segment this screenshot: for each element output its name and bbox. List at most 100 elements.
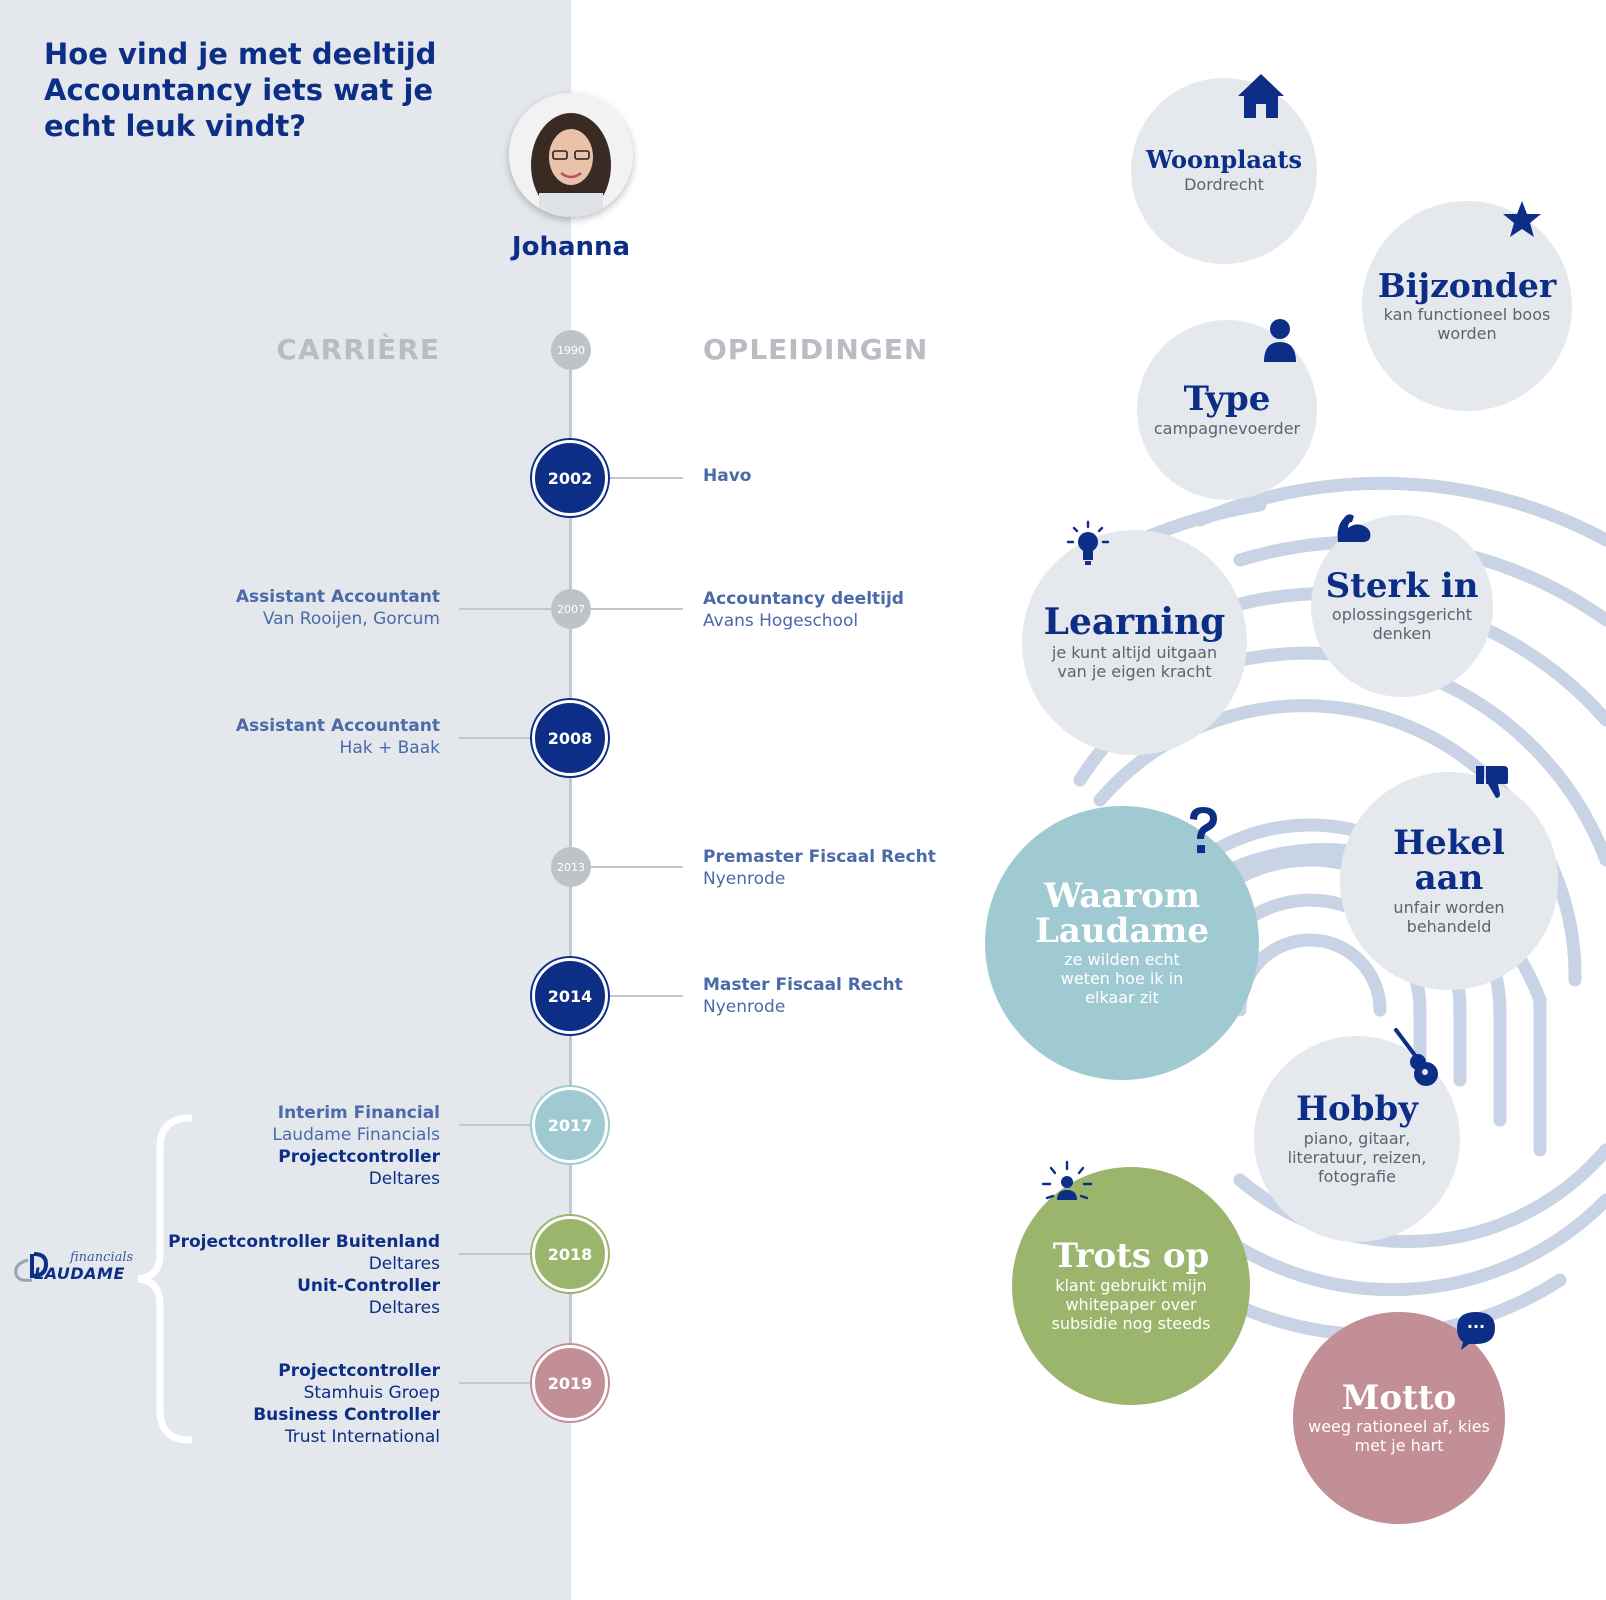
- lightbulb-icon: [1066, 520, 1110, 565]
- house-icon: [1238, 74, 1284, 118]
- chat-bubble-text: ...: [1466, 1313, 1486, 1332]
- career-title: Unit-Controller: [297, 1276, 440, 1296]
- connector: [571, 477, 683, 479]
- year-node-2007: 2007: [551, 589, 591, 629]
- connector: [571, 866, 683, 868]
- avatar-portrait: [509, 93, 633, 217]
- career-entry: Interim Financial Laudame Financials Pro…: [20, 1102, 440, 1190]
- muscle-icon: [1337, 514, 1371, 543]
- career-place: Deltares: [368, 1298, 440, 1318]
- connector: [571, 995, 683, 997]
- left-panel: [0, 0, 571, 1600]
- education-place: Nyenrode: [703, 997, 786, 1017]
- education-place: Nyenrode: [703, 869, 786, 889]
- career-title: Projectcontroller: [278, 1147, 440, 1167]
- page-title: Hoe vind je met deeltijd Accountancy iet…: [44, 37, 437, 143]
- bubble-value: oplossingsgericht denken: [1331, 605, 1473, 644]
- bubble-value: unfair worden behandeld: [1393, 897, 1505, 936]
- connector: [459, 737, 571, 739]
- career-entry: Assistant Accountant Van Rooijen, Gorcum: [20, 586, 440, 630]
- thumbs-down-icon: [1476, 766, 1508, 798]
- bubble-value: weeg rationeel af, kies met je hart: [1308, 1417, 1490, 1456]
- chat-bubble-shape: [1457, 1312, 1495, 1350]
- bubble-title: Hekel aan: [1393, 823, 1505, 898]
- career-title: Assistant Accountant: [235, 587, 440, 607]
- year-node-2017: 2017: [532, 1087, 608, 1163]
- year-node-2014: 2014: [532, 958, 608, 1034]
- career-place: Van Rooijen, Gorcum: [262, 609, 440, 629]
- career-title: Projectcontroller: [278, 1361, 440, 1381]
- bubble-value: kan functioneel boos worden: [1383, 304, 1551, 343]
- bubble-value: ze wilden echt weten hoe ik in elkaar zi…: [1060, 950, 1184, 1008]
- year-node-2018: 2018: [532, 1216, 608, 1292]
- bubble-value: klant gebruikt mijn whitepaper over subs…: [1051, 1275, 1211, 1333]
- bubble-type: Type campagnevoerder: [1137, 320, 1317, 500]
- education-entry: Premaster Fiscaal Recht Nyenrode: [703, 846, 1003, 890]
- bubble-sterk-in: Sterk in oplossingsgericht denken: [1311, 515, 1493, 697]
- career-heading: CARRIÈRE: [276, 333, 440, 366]
- laudame-mark-icon: [14, 1252, 49, 1282]
- bubble-learning: Learning je kunt altijd uitgaan van je e…: [1022, 530, 1247, 755]
- bubble-hekel-aan: Hekel aan unfair worden behandeld: [1340, 772, 1558, 990]
- education-entry: Master Fiscaal Recht Nyenrode: [703, 974, 1003, 1018]
- person-name: Johanna: [511, 232, 631, 262]
- education-entry: Accountancy deeltijd Avans Hogeschool: [703, 588, 1003, 632]
- year-node-2002: 2002: [532, 440, 608, 516]
- bubble-trots-op: Trots op klant gebruikt mijn whitepaper …: [1012, 1167, 1250, 1405]
- connector: [459, 1253, 571, 1255]
- connector: [459, 1382, 571, 1384]
- bubble-value: Dordrecht: [1184, 174, 1264, 194]
- bubble-bijzonder: Bijzonder kan functioneel boos worden: [1362, 201, 1572, 411]
- career-place: Deltares: [368, 1169, 440, 1189]
- career-place: Trust International: [284, 1427, 440, 1447]
- education-place: Avans Hogeschool: [703, 611, 859, 631]
- year-node-1990: 1990: [551, 330, 591, 370]
- bubble-title: Learning: [1043, 601, 1226, 644]
- question-mark-icon: [1190, 807, 1217, 853]
- career-place: Hak + Baak: [339, 738, 440, 758]
- education-title: Master Fiscaal Recht: [703, 975, 903, 995]
- bubble-title: Bijzonder: [1377, 266, 1557, 306]
- career-title: Assistant Accountant: [235, 716, 440, 736]
- career-place: Stamhuis Groep: [303, 1383, 440, 1403]
- career-entry: Assistant Accountant Hak + Baak: [20, 715, 440, 759]
- logo-wordmark: LAUDAME: [34, 1264, 125, 1283]
- logo-subtext: financials: [70, 1250, 134, 1265]
- bubble-woonplaats: Woonplaats Dordrecht: [1131, 78, 1317, 264]
- chat-bubble-icon: ...: [1455, 1310, 1497, 1350]
- career-title: Business Controller: [253, 1405, 440, 1425]
- career-entry: Projectcontroller Buitenland Deltares Un…: [20, 1231, 440, 1319]
- guitar-icon: [1394, 1028, 1438, 1086]
- career-title: Interim Financial: [277, 1103, 440, 1123]
- bubble-title: Sterk in: [1325, 565, 1479, 606]
- person-icon: [1264, 319, 1296, 362]
- education-title: Havo: [703, 466, 752, 486]
- connector: [459, 1124, 571, 1126]
- star-icon: [1503, 201, 1541, 237]
- bubble-value: je kunt altijd uitgaan van je eigen krac…: [1051, 642, 1218, 681]
- curly-brace: [137, 1114, 192, 1444]
- bubble-value: campagnevoerder: [1153, 418, 1301, 438]
- bubble-title: Motto: [1341, 1377, 1457, 1418]
- education-heading: OPLEIDINGEN: [703, 333, 929, 366]
- laudame-logo: financials LAUDAME: [12, 1250, 133, 1290]
- avatar: [509, 93, 633, 217]
- career-place: Laudame Financials: [272, 1125, 440, 1145]
- education-entry: Havo: [703, 465, 1003, 487]
- education-title: Accountancy deeltijd: [703, 589, 904, 609]
- year-node-2008: 2008: [532, 700, 608, 776]
- bubble-title: Trots op: [1052, 1236, 1210, 1277]
- career-entry: Projectcontroller Stamhuis Groep Busines…: [20, 1360, 440, 1448]
- education-title: Premaster Fiscaal Recht: [703, 847, 936, 867]
- bubble-title: Type: [1183, 379, 1271, 420]
- bubble-title: Woonplaats: [1145, 145, 1303, 175]
- bubble-title: Hobby: [1295, 1089, 1419, 1130]
- spotlight-person-icon: [1041, 1160, 1093, 1200]
- career-place: Deltares: [368, 1254, 440, 1274]
- year-node-2013: 2013: [551, 847, 591, 887]
- year-node-2019: 2019: [532, 1345, 608, 1421]
- bubble-title: Waarom Laudame: [1034, 875, 1210, 951]
- bubble-waarom-laudame: Waarom Laudame ze wilden echt weten hoe …: [985, 806, 1259, 1080]
- bubble-motto: Motto weeg rationeel af, kies met je har…: [1293, 1312, 1505, 1524]
